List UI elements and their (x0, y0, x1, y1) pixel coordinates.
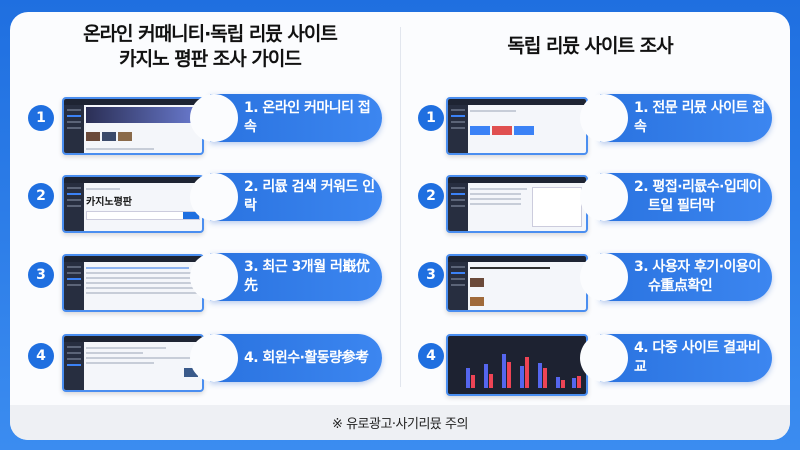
left-title-line1: 온라인 커때니티·독립 리뮸 사이트 (83, 23, 338, 45)
search-heading: 카지노평판 (86, 197, 132, 208)
warning-notice: ※ 유로광고·사기리뮸 주의 (332, 417, 468, 432)
step-label-line2: 슈重点확인 (648, 278, 713, 294)
user-reviews-screenshot (446, 254, 588, 312)
step-label: 4. 다중 사이트 결과비교 (634, 340, 761, 375)
step-label-line1: 3. 사용자 후기·이용이 (634, 259, 761, 275)
step-number: 2 (418, 183, 444, 209)
search-input (86, 211, 200, 220)
left-step-2: 2. 리뮶 검색 커워드 인락 (190, 173, 382, 221)
member-activity-screenshot (62, 334, 204, 392)
step-label: 4. 회윈수·활동량参考 (244, 349, 369, 366)
column-divider (400, 27, 401, 387)
right-title: 독립 리뮸 사이트 조사 (507, 35, 673, 57)
search-button (183, 212, 199, 219)
search-screenshot: 카지노평판 (62, 175, 204, 233)
community-site-screenshot (62, 97, 204, 155)
step-number: 3 (28, 262, 54, 288)
left-step-1: 1. 온라인 커마니티 접속 (190, 94, 382, 142)
right-step-4: 4. 다중 사이트 결과비교 (580, 334, 772, 382)
left-step-3: 3. 최근 3개월 러嶯优先 (190, 253, 382, 301)
recent-reviews-screenshot (62, 254, 204, 312)
step-label-line1: 2. 평접·리뮶수·입데이 (634, 179, 762, 195)
review-site-screenshot (446, 97, 588, 155)
filter-screenshot (446, 175, 588, 233)
step-label: 1. 온라인 커마니티 접속 (244, 100, 371, 135)
step-label: 1. 전문 리뮸 사이트 접속 (634, 100, 765, 135)
step-number: 2 (28, 183, 54, 209)
step-number: 4 (28, 343, 54, 369)
step-number: 3 (418, 262, 444, 288)
comparison-chart-screenshot (446, 334, 588, 396)
step-number: 1 (418, 105, 444, 131)
step-label: 2. 리뮶 검색 커워드 인락 (244, 179, 375, 214)
right-step-1: 1. 전문 리뮸 사이트 접속 (580, 94, 772, 142)
step-number: 4 (418, 343, 444, 369)
step-label-line2: 트일 필터막 (648, 198, 715, 214)
left-step-4: 4. 회윈수·활동량参考 (190, 334, 382, 382)
left-title-line2: 카지노 평판 조사 가이드 (119, 48, 302, 70)
warning-footer: ※ 유로광고·사기리뮸 주의 (10, 405, 790, 440)
step-label: 3. 최근 3개월 러嶯优先 (244, 259, 370, 294)
step-number: 1 (28, 105, 54, 131)
